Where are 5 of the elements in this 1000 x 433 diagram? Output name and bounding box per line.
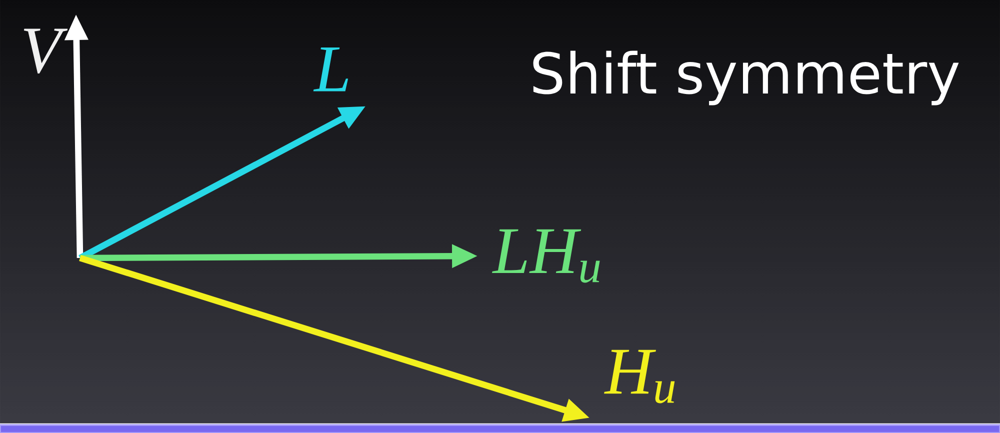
title: Shift symmetry (533, 50, 959, 106)
vector-label: H$_{u}$ (604, 350, 675, 404)
vector-label: L (313, 48, 348, 92)
vector-label: V (24, 28, 68, 74)
vector-label: LH$_{u}$ (492, 229, 600, 283)
